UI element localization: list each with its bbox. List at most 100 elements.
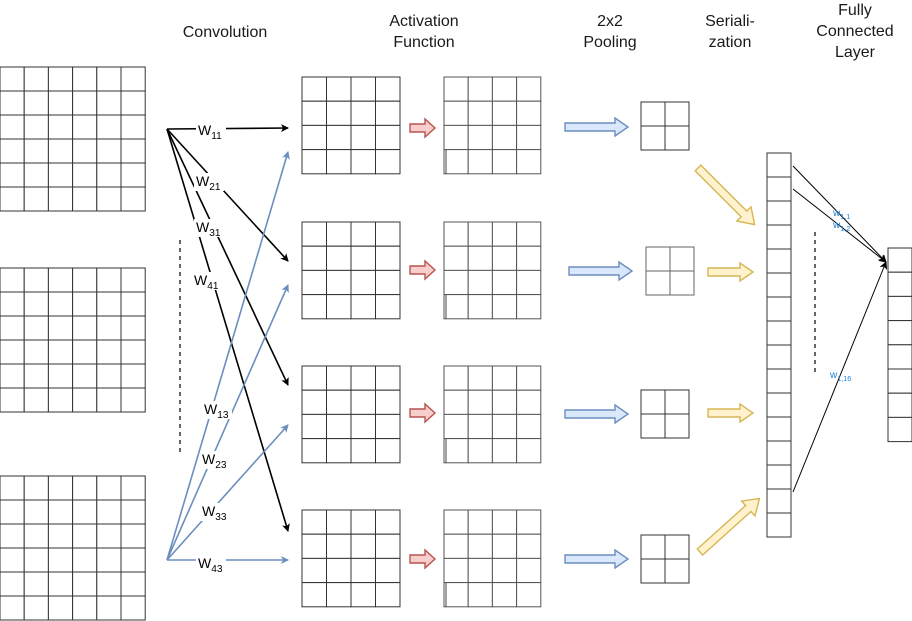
grid-cell [443, 365, 469, 391]
grid-cell [301, 76, 327, 102]
grid-cell [640, 534, 666, 560]
grid-cell [887, 295, 912, 322]
grid-cell [120, 595, 146, 621]
grid-cell [0, 547, 25, 573]
weight-label-w43: W43 [198, 555, 223, 575]
grid-cell [491, 269, 518, 296]
grid-cell [350, 509, 376, 535]
grid-cell [467, 294, 493, 320]
input-map-1 [0, 66, 146, 212]
grid-cell [640, 558, 666, 584]
grid-cell [516, 124, 542, 151]
grid-cell [96, 66, 122, 92]
grid-cell [350, 365, 376, 391]
grid-cell [120, 90, 146, 116]
grid-cell [72, 363, 98, 389]
weight-label-w41: W41 [194, 272, 219, 292]
serialization-arrow-1 [694, 164, 756, 226]
grid-cell [350, 269, 376, 296]
grid-cell [72, 66, 98, 92]
grid-cell [467, 557, 493, 584]
grid-cell [766, 200, 792, 226]
grid-cell [887, 271, 912, 297]
grid-cell [120, 291, 146, 317]
grid-cell [96, 523, 122, 549]
grid-cell [47, 547, 74, 573]
grid-cell [47, 339, 74, 365]
grid-cell [72, 547, 98, 573]
grid-cell [350, 582, 376, 608]
grid-cell [326, 221, 352, 247]
pooling-arrow-3 [564, 403, 630, 425]
grid-cell [301, 149, 327, 175]
grid-cell [766, 296, 792, 322]
grid-cell [350, 76, 376, 102]
grid-cell [491, 389, 518, 415]
grid-cell [766, 440, 792, 466]
grid-cell [72, 138, 98, 164]
grid-cell [301, 365, 327, 391]
grid-cell [443, 389, 469, 415]
serialization-arrow-3 [707, 402, 755, 424]
grid-cell [301, 245, 327, 271]
weight-label-bg [194, 219, 224, 237]
grid-cell [0, 595, 25, 621]
grid-cell [375, 365, 401, 391]
grid-cell [120, 499, 146, 525]
grid-cell [23, 475, 49, 501]
grid-cell [491, 533, 518, 559]
grid-cell [23, 339, 49, 365]
grid-cell [120, 66, 146, 92]
grid-cell [96, 363, 122, 389]
grid-cell [375, 509, 401, 535]
weight-label-w33: W33 [202, 503, 227, 523]
conv-output-3 [301, 365, 401, 464]
grid-cell [301, 533, 327, 559]
grid-cell [96, 499, 122, 525]
grid-cell [72, 291, 98, 317]
grid-cell [766, 464, 792, 490]
grid-cell [887, 416, 912, 443]
pooled-map-1 [640, 101, 690, 151]
grid-cell [664, 413, 690, 439]
grid-cell [72, 571, 98, 597]
grid-cell [326, 509, 352, 535]
grid-cell [23, 186, 49, 212]
grid-cell [120, 387, 146, 413]
grid-cell [72, 267, 98, 293]
weight-arrow-w13 [166, 151, 290, 561]
grid-cell [375, 413, 401, 440]
grid-cell [443, 582, 469, 608]
grid-cell [23, 547, 49, 573]
grid-cell [47, 387, 74, 413]
grid-cell [443, 245, 469, 271]
grid-cell [96, 90, 122, 116]
grid-cell [443, 221, 469, 247]
grid-cell [645, 246, 671, 272]
grid-cell [301, 413, 327, 440]
fc-weight-label-2: w1,2 [832, 220, 850, 233]
grid-cell [47, 523, 74, 549]
grid-cell [766, 392, 792, 418]
grid-cell [301, 269, 327, 296]
grid-cell [301, 221, 327, 247]
grid-cell [491, 76, 518, 102]
grid-cell [350, 438, 376, 464]
grid-cell [491, 221, 518, 247]
weight-label-bg [202, 401, 232, 419]
grid-cell [120, 339, 146, 365]
grid-cell [0, 571, 25, 597]
grid-cell [766, 320, 792, 346]
grid-cell [664, 101, 690, 127]
grid-cell [443, 557, 469, 584]
grid-cell [350, 294, 376, 320]
grid-cell [669, 246, 695, 272]
grid-cell [0, 90, 25, 116]
conv-output-2 [301, 221, 401, 320]
grid-cell [23, 595, 49, 621]
grid-cell [516, 557, 542, 584]
grid-cell [0, 186, 25, 212]
grid-cell [443, 100, 469, 126]
grid-cell [23, 363, 49, 389]
grid-cell [375, 245, 401, 271]
